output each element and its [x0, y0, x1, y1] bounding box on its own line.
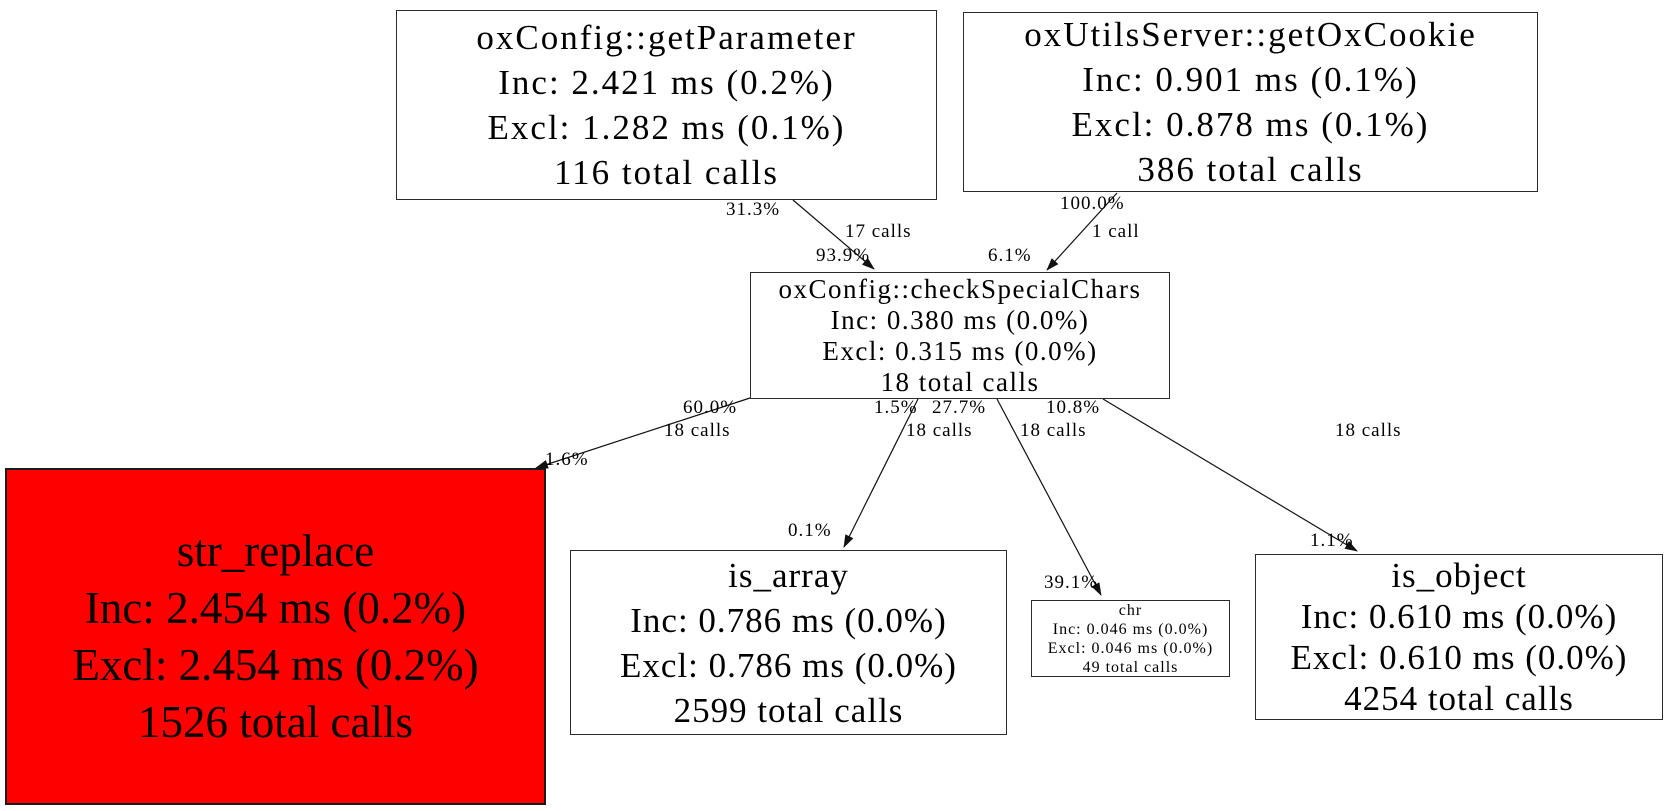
edge-checkspecialchars-to-strreplace: [535, 397, 751, 469]
edge-check-chr-source-pct: 27.7%: [932, 397, 987, 418]
node-exclusive-time: Excl: 2.454 ms (0.2%): [72, 639, 479, 690]
node-str-replace: str_replace Inc: 2.454 ms (0.2%) Excl: 2…: [5, 468, 546, 805]
node-oxutilsserver-getoxcookie: oxUtilsServer::getOxCookie Inc: 0.901 ms…: [963, 12, 1538, 192]
node-exclusive-time: Excl: 0.610 ms (0.0%): [1290, 638, 1628, 677]
node-inclusive-time: Inc: 0.901 ms (0.1%): [1082, 60, 1419, 99]
node-exclusive-time: Excl: 0.878 ms (0.1%): [1071, 105, 1430, 144]
node-exclusive-time: Excl: 1.282 ms (0.1%): [487, 108, 846, 147]
node-title: str_replace: [176, 525, 375, 576]
edge-check-isarray-source-pct: 1.5%: [874, 397, 918, 418]
edge-check-isarray-calls: 18 calls: [906, 420, 973, 441]
edge-checkspecialchars-to-isarray: [843, 398, 919, 548]
edge-check-chr-calls: 18 calls: [1020, 420, 1087, 441]
node-title: chr: [1118, 601, 1143, 619]
node-title: oxConfig::checkSpecialChars: [778, 273, 1142, 304]
node-total-calls: 4254 total calls: [1344, 679, 1574, 718]
node-inclusive-time: Inc: 0.786 ms (0.0%): [630, 600, 947, 640]
node-exclusive-time: Excl: 0.786 ms (0.0%): [620, 645, 957, 685]
node-title: is_object: [1391, 556, 1527, 595]
node-inclusive-time: Inc: 0.046 ms (0.0%): [1052, 620, 1209, 638]
edge-cookie-check-calls: 1 call: [1092, 221, 1140, 242]
edge-check-strreplace-target-pct: 1.6%: [545, 449, 589, 470]
node-title: is_array: [728, 555, 849, 595]
node-title: oxUtilsServer::getOxCookie: [1024, 15, 1477, 54]
edge-getparameter-to-checkspecialchars: [792, 199, 875, 270]
edge-getoxcookie-to-checkspecialchars: [1046, 192, 1118, 271]
node-total-calls: 18 total calls: [880, 366, 1040, 397]
node-title: oxConfig::getParameter: [476, 18, 857, 57]
node-oxconfig-getparameter: oxConfig::getParameter Inc: 2.421 ms (0.…: [396, 10, 937, 200]
node-total-calls: 386 total calls: [1137, 150, 1364, 189]
node-is-object: is_object Inc: 0.610 ms (0.0%) Excl: 0.6…: [1255, 554, 1663, 720]
edge-param-check-calls: 17 calls: [845, 221, 912, 242]
edge-check-chr-target-pct: 39.1%: [1044, 572, 1099, 593]
edge-check-isobject-source-pct: 10.8%: [1046, 397, 1101, 418]
node-total-calls: 49 total calls: [1082, 658, 1179, 676]
node-chr: chr Inc: 0.046 ms (0.0%) Excl: 0.046 ms …: [1031, 600, 1230, 677]
edge-checkspecialchars-to-isobject: [1102, 398, 1358, 552]
node-oxconfig-checkspecialchars: oxConfig::checkSpecialChars Inc: 0.380 m…: [750, 272, 1170, 399]
edge-param-check-source-pct: 31.3%: [726, 199, 781, 220]
node-inclusive-time: Inc: 2.454 ms (0.2%): [84, 582, 467, 633]
edge-check-isarray-target-pct: 0.1%: [788, 520, 832, 541]
edge-cookie-check-target-pct: 6.1%: [988, 245, 1032, 266]
edge-check-strreplace-calls: 18 calls: [664, 420, 731, 441]
edge-cookie-check-source-pct: 100.0%: [1060, 193, 1125, 214]
node-inclusive-time: Inc: 0.380 ms (0.0%): [830, 304, 1090, 335]
node-total-calls: 1526 total calls: [138, 696, 413, 747]
edge-check-isobject-calls: 18 calls: [1335, 420, 1402, 441]
node-inclusive-time: Inc: 0.610 ms (0.0%): [1300, 597, 1618, 636]
node-exclusive-time: Excl: 0.315 ms (0.0%): [822, 335, 1098, 366]
node-exclusive-time: Excl: 0.046 ms (0.0%): [1047, 639, 1214, 657]
edge-check-strreplace-source-pct: 60.0%: [683, 397, 738, 418]
edge-check-isobject-target-pct: 1.1%: [1310, 530, 1354, 551]
node-inclusive-time: Inc: 2.421 ms (0.2%): [498, 63, 835, 102]
node-is-array: is_array Inc: 0.786 ms (0.0%) Excl: 0.78…: [570, 550, 1007, 735]
node-total-calls: 2599 total calls: [673, 690, 904, 730]
edge-checkspecialchars-to-chr: [996, 398, 1102, 596]
edge-param-check-target-pct: 93.9%: [816, 245, 871, 266]
node-total-calls: 116 total calls: [553, 153, 780, 192]
